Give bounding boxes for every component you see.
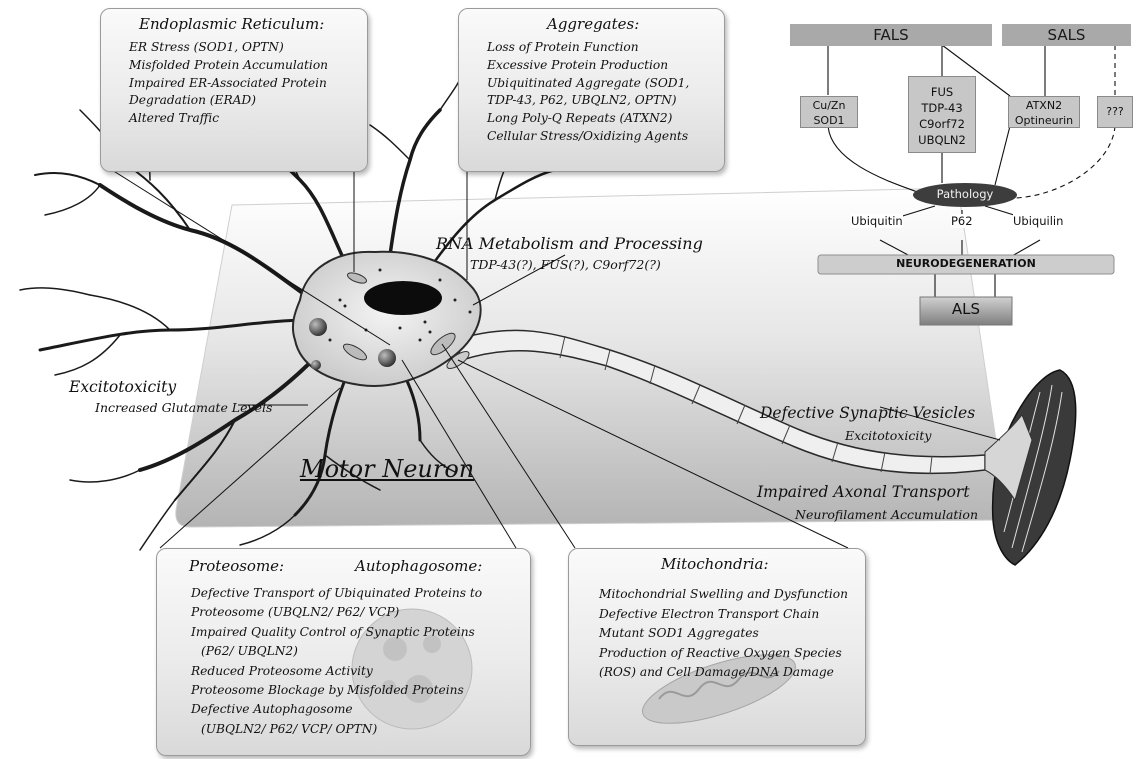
atxn2-box: ATXN2 Optineurin [1008,96,1080,128]
ubiquilin-label: Ubiquilin [1013,214,1063,228]
optineurin-label: Optineurin [1009,113,1079,128]
unknown-label: ??? [1106,105,1124,118]
ubqln2-label: UBQLN2 [909,132,975,148]
cuzn-sod1-box: Cu/Zn SOD1 [800,96,858,128]
fus-label: FUS [909,84,975,100]
neurodegeneration-label: NEURODEGENERATION [818,257,1114,270]
sod1-label: SOD1 [801,113,857,128]
p62-label: P62 [951,214,973,228]
atxn2-label: ATXN2 [1009,98,1079,113]
cuzn-label: Cu/Zn [801,98,857,113]
pathology-label: Pathology [913,187,1017,201]
tdp43-label: TDP-43 [909,100,975,116]
sals-label: SALS [1048,26,1086,44]
fals-label: FALS [873,26,908,44]
unknown-box: ??? [1097,96,1133,128]
sals-box: SALS [1002,24,1131,46]
als-label: ALS [920,300,1012,318]
fus-group-box: FUS TDP-43 C9orf72 UBQLN2 [908,76,976,153]
ubiquitin-label: Ubiquitin [851,214,903,228]
fals-box: FALS [790,24,992,46]
c9orf72-label: C9orf72 [909,116,975,132]
